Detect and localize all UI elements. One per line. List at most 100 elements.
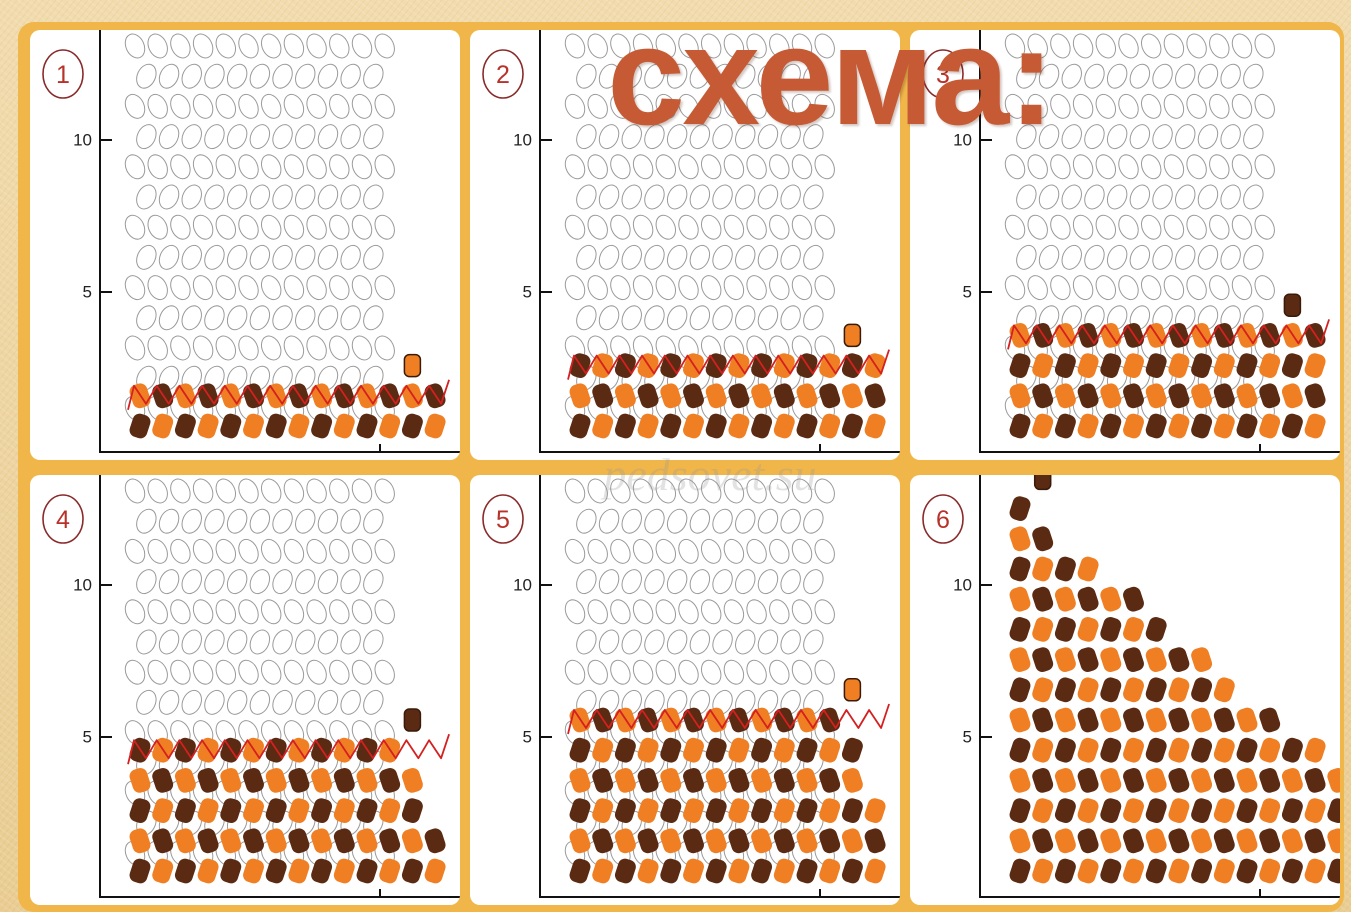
- empty-bead: [144, 31, 171, 61]
- empty-bead: [292, 121, 319, 151]
- empty-bead: [1206, 31, 1233, 61]
- orange-bead: [1008, 766, 1033, 794]
- empty-bead: [641, 242, 668, 272]
- orange-bead: [1212, 676, 1237, 704]
- added-bead: [404, 355, 420, 377]
- empty-bead: [607, 476, 634, 506]
- orange-bead: [840, 766, 865, 794]
- empty-bead: [800, 627, 827, 657]
- empty-bead: [292, 566, 319, 596]
- brown-bead: [1121, 585, 1146, 613]
- orange-bead: [1326, 827, 1340, 855]
- empty-bead: [201, 627, 228, 657]
- step-panel-2: 5102: [470, 30, 900, 460]
- orange-bead: [1257, 736, 1282, 764]
- orange-bead: [1076, 736, 1101, 764]
- empty-bead: [258, 152, 285, 182]
- empty-bead: [212, 272, 239, 302]
- empty-bead: [224, 506, 251, 536]
- empty-bead: [315, 242, 342, 272]
- empty-bead: [1092, 31, 1119, 61]
- added-bead: [1284, 294, 1300, 316]
- empty-bead: [315, 506, 342, 536]
- empty-bead: [652, 272, 679, 302]
- empty-bead: [573, 303, 600, 333]
- empty-bead: [144, 333, 171, 363]
- empty-bead: [573, 506, 600, 536]
- empty-bead: [1172, 242, 1199, 272]
- empty-bead: [190, 31, 217, 61]
- orange-bead: [400, 827, 425, 855]
- empty-bead: [246, 687, 273, 717]
- empty-bead: [292, 182, 319, 212]
- empty-bead: [562, 152, 589, 182]
- empty-bead: [630, 597, 657, 627]
- empty-bead: [777, 61, 804, 91]
- empty-bead: [1183, 212, 1210, 242]
- y-tick-label: 10: [513, 576, 532, 595]
- empty-bead: [607, 272, 634, 302]
- empty-bead: [315, 687, 342, 717]
- empty-bead: [167, 212, 194, 242]
- orange-bead: [1121, 736, 1146, 764]
- y-tick-label: 10: [73, 131, 92, 150]
- empty-bead: [269, 506, 296, 536]
- empty-bead: [292, 687, 319, 717]
- empty-bead: [326, 657, 353, 687]
- step-panel-6: 5106: [910, 475, 1340, 905]
- empty-bead: [1104, 242, 1131, 272]
- brown-bead: [1030, 525, 1055, 553]
- empty-bead: [1206, 91, 1233, 121]
- empty-bead: [641, 506, 668, 536]
- empty-bead: [675, 91, 702, 121]
- empty-bead: [1002, 91, 1029, 121]
- empty-bead: [201, 303, 228, 333]
- orange-bead: [1121, 796, 1146, 824]
- empty-bead: [280, 212, 307, 242]
- empty-bead: [1024, 31, 1051, 61]
- empty-bead: [686, 121, 713, 151]
- empty-bead: [766, 597, 793, 627]
- empty-bead: [360, 121, 387, 151]
- empty-bead: [641, 61, 668, 91]
- empty-bead: [664, 566, 691, 596]
- orange-bead: [1144, 645, 1169, 673]
- empty-bead: [292, 627, 319, 657]
- orange-bead: [1053, 706, 1078, 734]
- empty-bead: [360, 303, 387, 333]
- empty-bead: [596, 506, 623, 536]
- empty-bead: [755, 121, 782, 151]
- empty-bead: [584, 152, 611, 182]
- empty-bead: [789, 91, 816, 121]
- empty-bead: [755, 627, 782, 657]
- empty-bead: [709, 61, 736, 91]
- empty-bead: [562, 657, 589, 687]
- y-tick-label: 10: [513, 131, 532, 150]
- brown-bead: [1280, 796, 1305, 824]
- empty-bead: [1002, 272, 1029, 302]
- empty-bead: [607, 657, 634, 687]
- empty-bead: [258, 597, 285, 627]
- empty-bead: [144, 597, 171, 627]
- empty-bead: [698, 272, 725, 302]
- empty-bead: [789, 536, 816, 566]
- empty-bead: [766, 657, 793, 687]
- empty-bead: [789, 476, 816, 506]
- empty-bead: [201, 566, 228, 596]
- empty-bead: [1126, 182, 1153, 212]
- orange-bead: [1076, 796, 1101, 824]
- empty-bead: [766, 152, 793, 182]
- orange-bead: [1076, 555, 1101, 583]
- empty-bead: [1081, 242, 1108, 272]
- empty-bead: [280, 597, 307, 627]
- empty-bead: [732, 566, 759, 596]
- empty-bead: [698, 597, 725, 627]
- orange-bead: [1030, 555, 1055, 583]
- empty-bead: [371, 536, 398, 566]
- empty-bead: [303, 333, 330, 363]
- empty-bead: [1206, 272, 1233, 302]
- empty-bead: [743, 476, 770, 506]
- orange-bead: [1326, 766, 1340, 794]
- empty-bead: [641, 566, 668, 596]
